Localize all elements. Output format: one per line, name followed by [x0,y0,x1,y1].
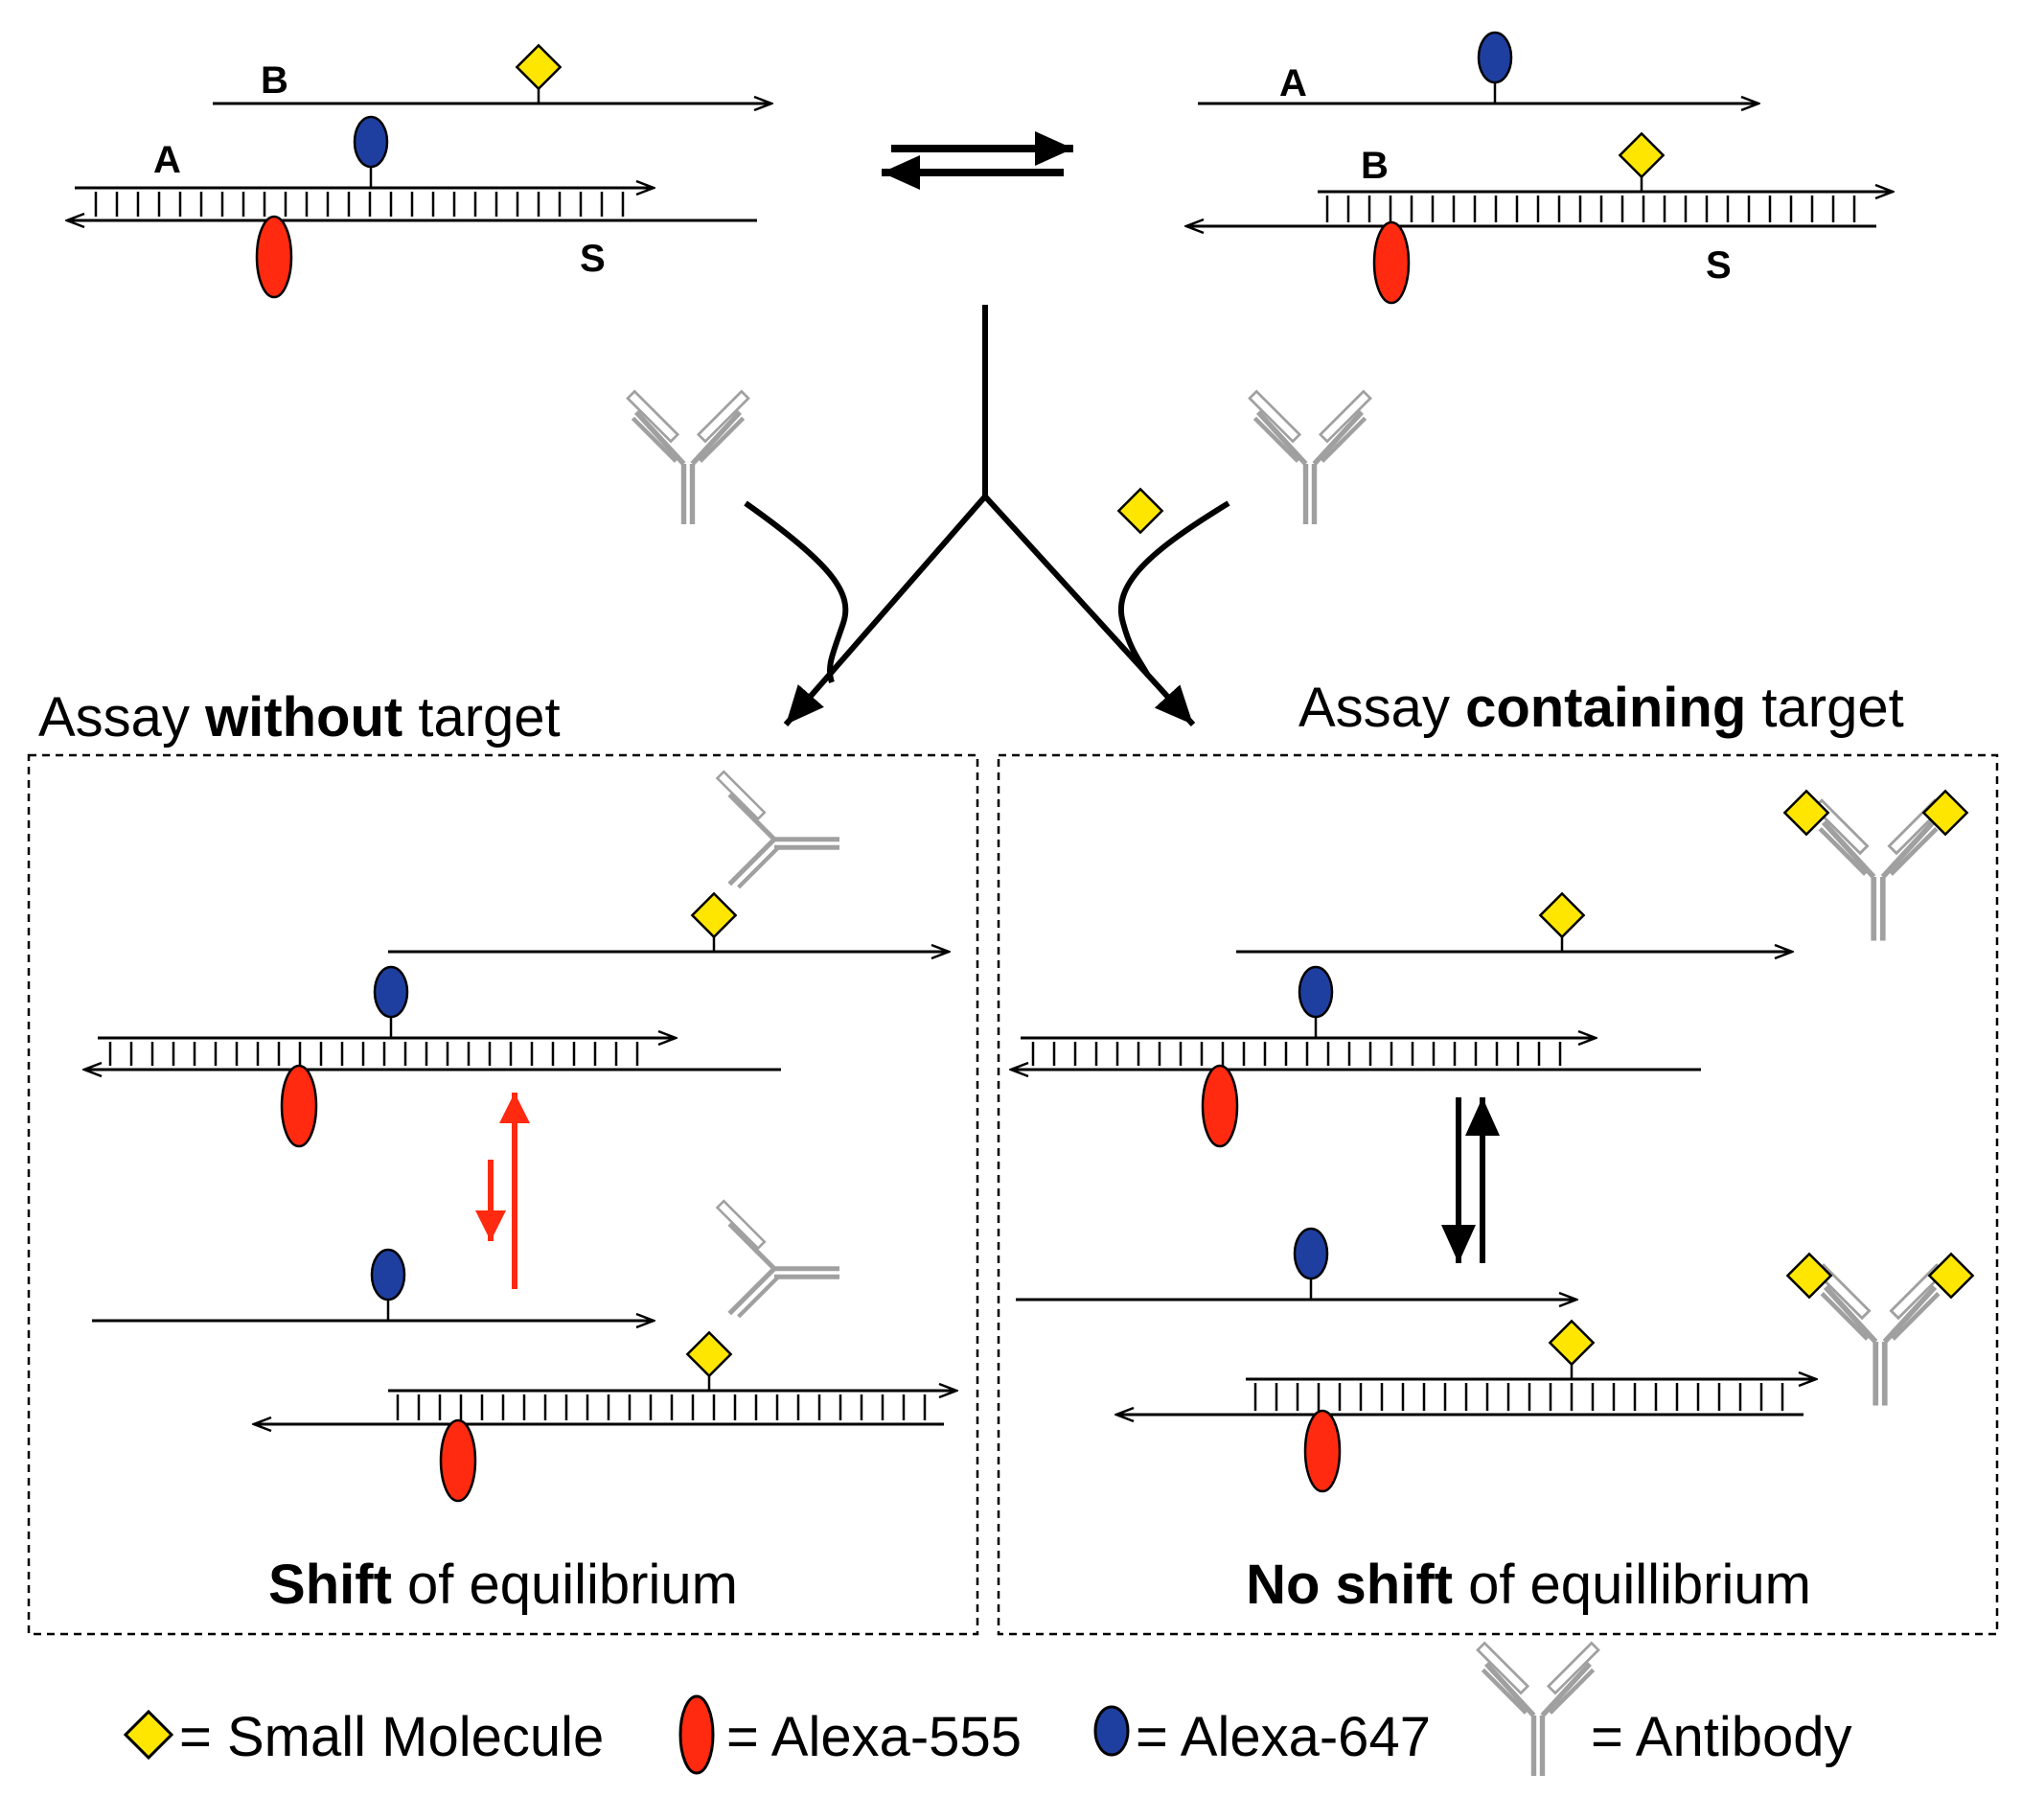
small-molecule-icon [1785,1252,1833,1300]
legend-alexa555: = Alexa-555 [726,1706,1022,1768]
left-caption: Shift of equilibrium [268,1554,738,1616]
alexa555-icon [439,1418,477,1503]
strand-label-s: S [1706,244,1732,287]
antibody-icon [1815,800,1942,940]
small-molecule-icon [1548,1319,1596,1367]
strand-label-s: S [580,238,606,280]
small-molecule-icon [1782,789,1830,837]
branch-arrows [744,305,1230,727]
left-panel-title: Assay without target [38,686,561,749]
strand-label-a: A [1279,62,1307,104]
strand-label-a: A [153,139,181,181]
alexa555-icon [678,1694,715,1775]
small-molecule-icon [1116,487,1164,535]
small-molecule-icon [1927,1252,1975,1300]
antibodies [628,391,1975,1405]
small-molecule-icon [123,1709,174,1761]
panel-containing-target [997,753,1999,1636]
antibody-icon [1817,1265,1944,1405]
strand-label-b: B [1361,145,1389,187]
right-caption: No shift of equillibrium [1246,1554,1811,1616]
antibody-icon [1478,1643,1598,1776]
equilibrium-arrows-top [882,131,1073,190]
antibody-icon [718,772,840,887]
antibody-icon [628,391,748,524]
legend: = Small Molecule = Alexa-555 = Alexa-647… [123,1643,1852,1776]
small-molecule-icon [685,1330,733,1378]
small-molecule-icon [1618,131,1666,179]
antibody-icon [718,1201,840,1317]
no-shift-arrows-black [1441,1097,1500,1263]
alexa647-icon [373,965,409,1019]
alexa647-icon [1293,1227,1329,1280]
shift-arrows-red [475,1093,530,1289]
small-molecule-icon [1921,789,1969,837]
legend-small-molecule: = Small Molecule [179,1706,604,1768]
alexa555-icon [1303,1409,1342,1493]
alexa555-icon [1372,220,1411,305]
alexa647-icon [370,1248,406,1302]
alexa647-icon [1093,1705,1130,1757]
alexa647-icon [353,115,389,169]
alexa647-icon [1477,31,1513,84]
alexa555-icon [255,215,293,299]
strand-label-b: B [261,59,288,102]
small-molecule-icon [1538,891,1586,939]
panel-without-target [27,753,979,1636]
antibody-icon [1250,391,1370,524]
alexa555-icon [280,1064,318,1148]
small-molecule-icon [690,891,738,939]
alexa647-icon [1298,965,1334,1019]
alexa555-icon [1201,1064,1239,1148]
right-panel-title: Assay containing target [1298,677,1904,739]
small-molecule-icon [515,43,563,91]
legend-antibody: = Antibody [1591,1706,1852,1768]
duplex-schematics: B A S A B S [67,31,1893,1503]
legend-alexa647: = Alexa-647 [1136,1706,1431,1768]
